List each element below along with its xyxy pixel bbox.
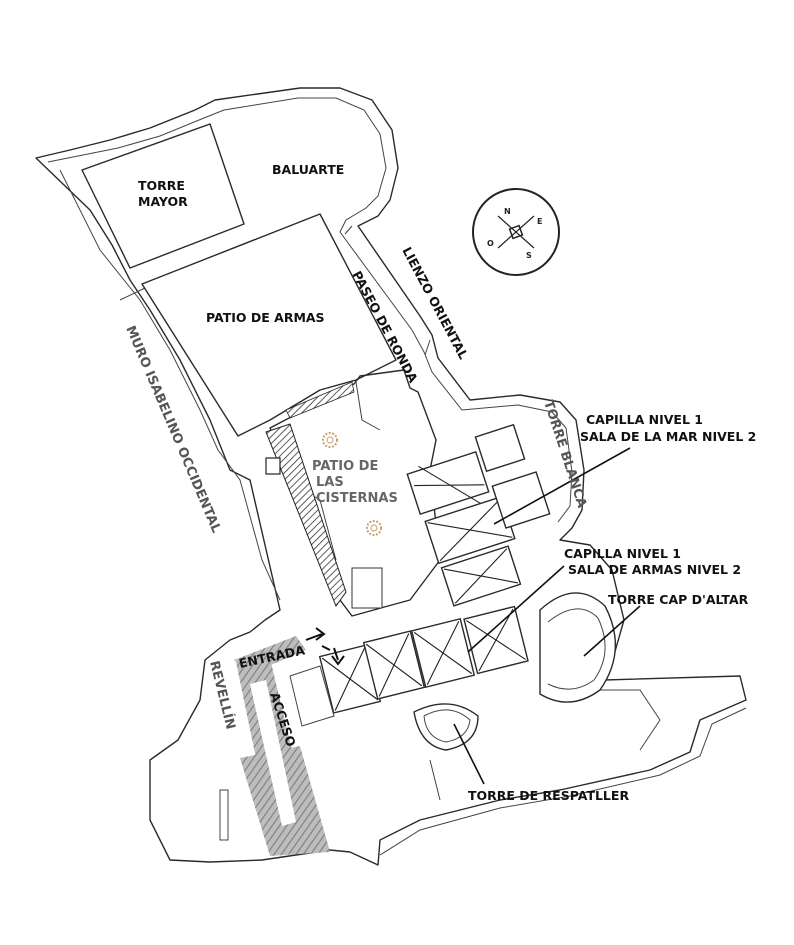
label-baluarte: BALUARTE — [272, 162, 344, 177]
entrance-arrows — [305, 627, 345, 666]
leader-lines — [453, 447, 641, 785]
label-torre-cap-altar: TORRE CAP D'ALTAR — [608, 592, 749, 607]
patio-cisternas-area — [265, 369, 441, 617]
label-lienzo-oriental: LIENZO ORIENTAL — [399, 244, 471, 361]
torre-mayor-area — [81, 123, 397, 437]
compass-o: O — [487, 239, 494, 248]
access-ramp — [234, 636, 335, 856]
compass-n: N — [504, 207, 511, 216]
label-capilla-2-line1: CAPILLA NIVEL 1 — [564, 546, 681, 561]
label-patio-cisternas-2: LAS — [316, 475, 344, 490]
south-vaults — [318, 605, 529, 714]
label-patio-cisternas-3: CISTERNAS — [316, 491, 398, 506]
east-vaults — [406, 423, 551, 607]
label-torre-mayor-1: TORRE — [138, 178, 185, 193]
compass-s: S — [526, 251, 532, 260]
label-capilla-1-line1: CAPILLA NIVEL 1 — [586, 412, 703, 427]
label-capilla-2-line2: SALA DE ARMAS NIVEL 2 — [568, 562, 741, 577]
compass-e: E — [537, 217, 542, 226]
label-patio-cisternas-1: PATIO DE — [312, 459, 378, 474]
compass-rose: N E S O — [472, 188, 560, 276]
label-patio-armas: PATIO DE ARMAS — [206, 310, 325, 325]
label-torre-mayor-2: MAYOR — [138, 194, 188, 209]
label-revellin: REVELLÍN — [206, 659, 238, 731]
label-torre-respatller: TORRE DE RESPATLLER — [468, 788, 629, 803]
outer-walls — [35, 87, 747, 866]
label-capilla-1-line2: SALA DE LA MAR NIVEL 2 — [580, 429, 756, 444]
